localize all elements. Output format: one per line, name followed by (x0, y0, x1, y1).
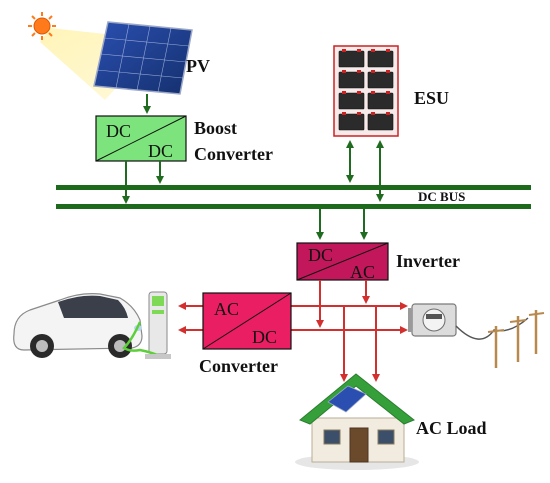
acdc-bottom-text: DC (252, 327, 277, 347)
meter-icon (408, 303, 457, 337)
electric-car-icon (13, 293, 143, 358)
dc-bus (56, 185, 531, 209)
boost-top-text: DC (106, 121, 131, 141)
solar-panel-icon (93, 21, 193, 95)
charging-station-icon (122, 291, 171, 359)
inverter-top-text: DC (308, 245, 333, 265)
boost-bottom-text: DC (148, 141, 173, 161)
esu-label: ESU (414, 88, 449, 108)
acdc-top-text: AC (214, 299, 239, 319)
boost-converter-box: DC DC (95, 115, 187, 162)
power-pole-icon (455, 310, 545, 368)
inverter-box: DC AC (296, 242, 389, 282)
house-icon (295, 373, 419, 470)
pv-label: PV (186, 56, 210, 76)
inverter-label: Inverter (396, 251, 460, 271)
inverter-bottom-text: AC (350, 262, 375, 282)
dc-bus-label: DC BUS (418, 189, 465, 204)
boost-label-line2: Converter (194, 144, 273, 164)
converter-label: Converter (199, 356, 278, 376)
battery-bank-icon (333, 45, 399, 137)
ac-dc-converter-box: AC DC (202, 292, 292, 350)
boost-label-line1: Boost (194, 118, 237, 138)
ac-load-label: AC Load (416, 418, 487, 438)
